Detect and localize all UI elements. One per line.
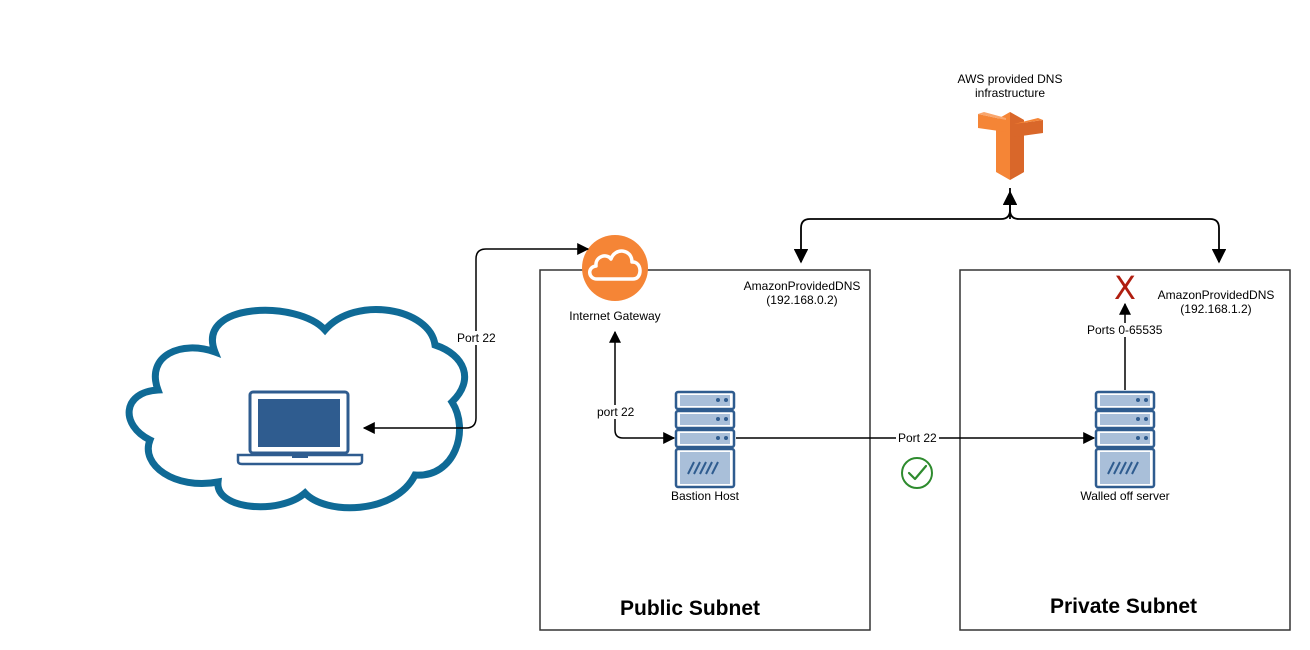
dns-infrastructure-label-line2: infrastructure	[974, 86, 1046, 100]
gateway-bastion-port-label: port 22	[595, 405, 637, 419]
walled-server-label: Walled off server	[1080, 489, 1170, 503]
walled-server-icon	[1094, 390, 1156, 489]
public-dns-ip: (192.168.0.2)	[766, 293, 838, 307]
private-dns-label: AmazonProvidedDNS (192.168.1.2)	[1150, 288, 1282, 316]
blocked-ports-label: Ports 0-65535	[1085, 323, 1165, 337]
connector-gateway-bastion	[609, 330, 676, 444]
private-subnet-box	[959, 269, 1291, 631]
bastion-host-label: Bastion Host	[670, 489, 740, 503]
public-dns-label: AmazonProvidedDNS (192.168.0.2)	[735, 279, 869, 307]
connector-dns-public	[793, 188, 1011, 264]
bastion-server-port-label: Port 22	[896, 431, 939, 445]
public-subnet-title: Public Subnet	[620, 597, 761, 620]
connector-dns-private	[1009, 209, 1227, 264]
laptop-icon	[236, 390, 364, 466]
check-circle-icon	[901, 457, 933, 489]
aws-route53-signpost-icon	[978, 112, 1043, 180]
client-gateway-port-label: Port 22	[455, 331, 498, 345]
public-dns-name: AmazonProvidedDNS	[743, 279, 861, 293]
blocked-x-mark: X	[1114, 269, 1136, 307]
private-subnet-title: Private Subnet	[1050, 595, 1198, 618]
internet-gateway-icon	[582, 235, 648, 301]
internet-gateway-label: Internet Gateway	[569, 309, 661, 323]
bastion-server-icon	[674, 390, 736, 489]
public-subnet-box	[539, 269, 871, 631]
private-dns-ip: (192.168.1.2)	[1180, 302, 1252, 316]
dns-infrastructure-label-line1: AWS provided DNS	[957, 72, 1063, 86]
private-dns-name: AmazonProvidedDNS	[1157, 288, 1275, 302]
dns-infrastructure-label: AWS provided DNS infrastructure	[940, 72, 1080, 100]
